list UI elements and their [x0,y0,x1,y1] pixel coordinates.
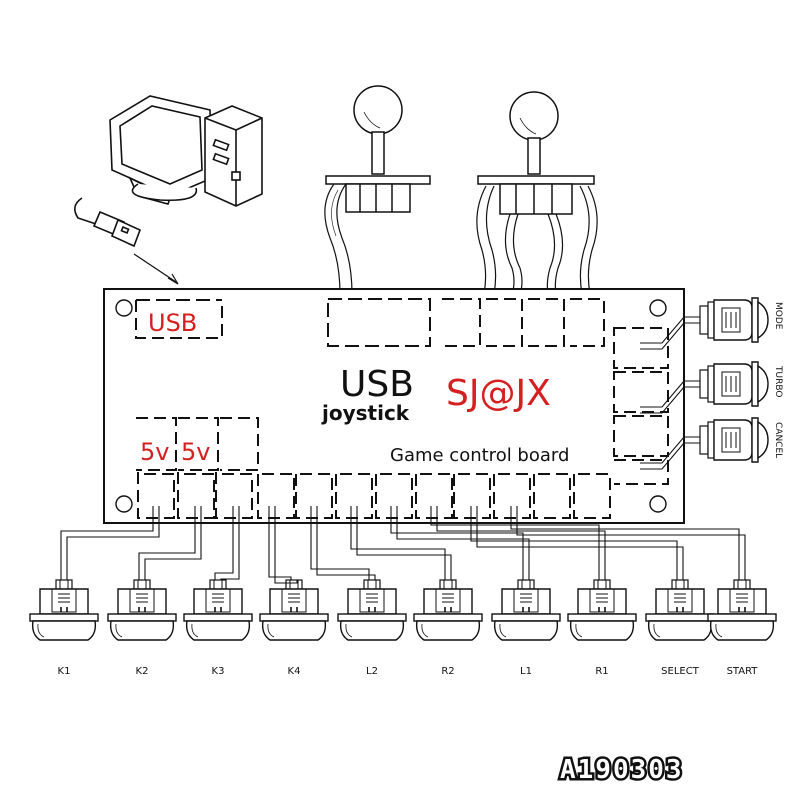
button-connector [215,472,253,519]
button-label: START [727,666,759,677]
power-label-2: 5v [181,438,210,466]
arcade-button-icon[interactable] [707,579,777,641]
arcade-button-icon[interactable] [413,579,483,641]
button-connector [335,473,373,519]
usb-plug-icon [74,197,179,285]
board-title-usb: USB [340,364,414,405]
bottom-buttons: K1 K2 K3 K4 L2 R2 L1 R1 SELECT START [29,579,777,677]
wire [470,506,678,580]
button-label: R2 [441,666,454,677]
power-connectors [136,417,259,471]
button-label: L2 [366,666,378,677]
arcade-button-icon[interactable] [491,579,561,641]
wire [396,506,530,580]
wire [60,506,154,580]
button-label: SELECT [661,666,700,677]
wire [510,506,740,580]
wire [350,506,446,580]
computer-icon [109,95,263,207]
button-label: L1 [520,666,532,677]
usb-port-label: USB [148,309,197,337]
side-wire [640,436,700,464]
wire [356,506,452,580]
side-button-label: TURBO [773,365,783,397]
side-buttons: MODE TURBO CANCEL [699,297,783,463]
arcade-button-icon[interactable] [259,579,329,641]
arcade-button-icon[interactable] [107,579,177,641]
button-connector [137,472,175,519]
side-wire [640,316,700,344]
board-brand: SJ@JX [446,373,551,414]
wire [436,506,606,580]
side-button-icon[interactable] [699,361,769,407]
wire [316,506,376,580]
board-subtitle: Game control board [390,445,569,466]
joystick-wired-icon [476,91,598,295]
power-label-1: 5v [140,438,169,466]
wire [390,506,524,580]
button-label: K2 [136,666,149,677]
stamp-code: A190303 [560,755,684,785]
arcade-button-icon[interactable] [645,579,715,641]
wire [268,506,292,580]
button-label: R1 [595,666,608,677]
usb-port-connector [135,299,223,339]
joystick-ribbon-connector [327,298,431,347]
button-connector [415,473,453,519]
side-wiring-lines [640,316,700,470]
arcade-button-icon[interactable] [337,579,407,641]
wire [138,506,196,580]
button-connector [453,473,491,519]
button-connector [257,473,295,519]
side-wire [640,442,700,470]
board-title-joystick: joystick [321,401,410,425]
button-connector [493,473,531,519]
arcade-button-icon[interactable] [183,579,253,641]
wiring-lines [60,506,746,584]
button-label: K1 [58,666,71,677]
wire [144,506,202,580]
side-button-icon[interactable] [699,417,769,463]
button-connector [573,473,611,519]
wire [214,506,234,580]
button-label: K3 [212,666,225,677]
button-label: K4 [288,666,301,677]
control-board [103,288,685,524]
button-connector [375,473,413,519]
button-connector [177,472,215,519]
wire [66,506,160,580]
arcade-button-icon[interactable] [567,579,637,641]
side-button-label: CANCEL [773,422,783,458]
button-connector [533,473,571,519]
button-connector [295,473,333,519]
side-wire [640,322,700,350]
wire [516,506,746,580]
button-connectors [137,472,611,519]
wire [430,506,600,580]
side-wire [640,380,700,408]
arcade-button-icon[interactable] [29,579,99,641]
side-button-label: MODE [773,302,783,330]
joystick-ribbon-icon [324,85,431,295]
joystick-wired-connectors [442,298,605,347]
side-wire [640,386,700,414]
wire [476,506,684,580]
side-button-icon[interactable] [699,297,769,343]
